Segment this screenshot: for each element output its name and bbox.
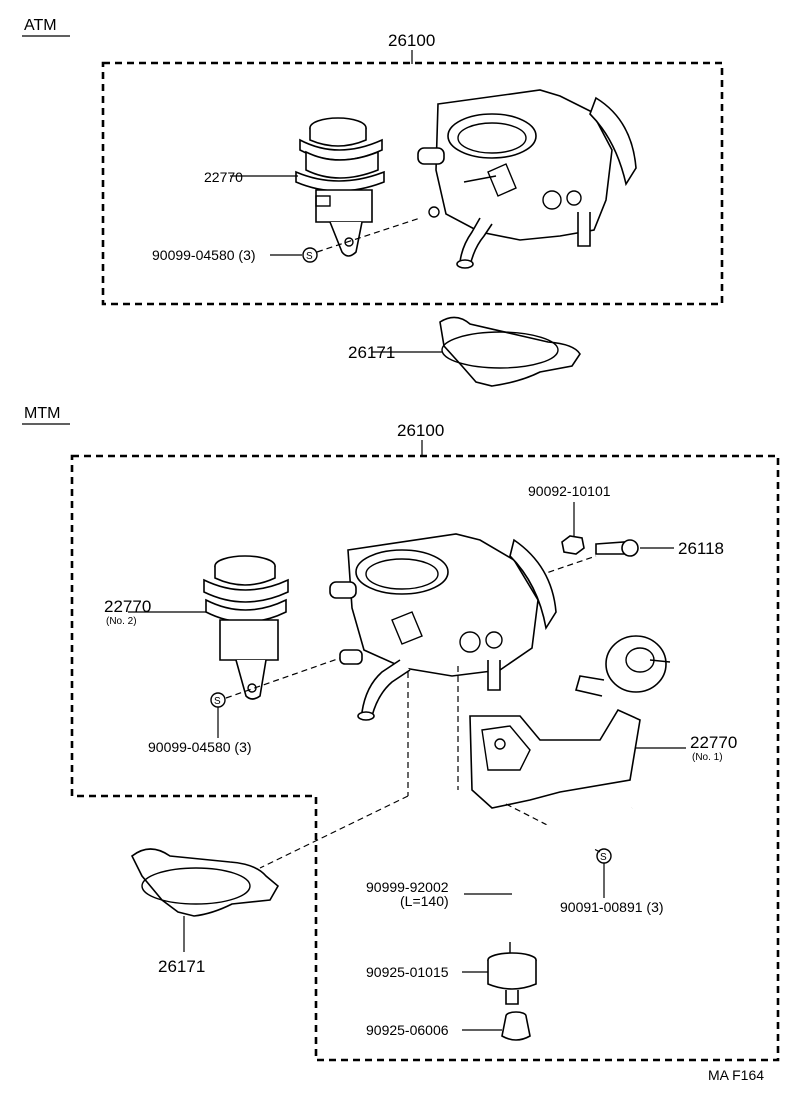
- mtm-hose-label: 90999-92002: [366, 879, 449, 895]
- atm-valve-label: 22770: [204, 169, 243, 185]
- atm-throttle-body: [417, 89, 637, 269]
- atm-assembly-box: [101, 61, 724, 306]
- atm-vacuum-valve: [295, 117, 385, 257]
- mtm-bolt-label: 26118: [678, 539, 724, 558]
- mtm-filter-label: 90925-01015: [366, 964, 449, 980]
- mtm-assembly-label: 26100: [397, 421, 444, 440]
- footer-code: MA F164: [708, 1067, 764, 1083]
- mtm-screw-path: [225, 655, 347, 699]
- mtm-bolt: [595, 539, 639, 557]
- mtm-vacuum-valve-no1: [469, 635, 671, 809]
- mtm-bracket-screw-label: 90091-00891 (3): [560, 899, 664, 915]
- mtm-hose-length: (L=140): [400, 893, 449, 909]
- mtm-nut-label: 90092-10101: [528, 483, 611, 499]
- mtm-gasket-label: 26171: [158, 957, 205, 976]
- mtm-screw-symbol: S: [214, 696, 221, 707]
- mtm-vacuum-valve-no2: [203, 555, 289, 700]
- atm-screw-symbol: S: [306, 251, 313, 262]
- mtm-valve-no2-label: 22770: [104, 597, 151, 616]
- mtm-cap: [501, 1011, 531, 1041]
- mtm-section-title: MTM: [24, 405, 60, 422]
- mtm-gasket-path: [259, 795, 409, 869]
- atm-gasket: [439, 316, 581, 387]
- mtm-assembly-box: [70, 454, 780, 1062]
- atm-section-title: ATM: [24, 17, 57, 34]
- atm-gasket-label: 26171: [348, 343, 395, 362]
- mtm-bracket-screw-symbol: S: [600, 852, 607, 863]
- mtm-gasket: [130, 848, 280, 917]
- mtm-valve-no1-sub: (No. 1): [692, 752, 723, 763]
- mtm-screw-label: 90099-04580 (3): [148, 739, 252, 755]
- atm-screw-label: 90099-04580 (3): [152, 247, 256, 263]
- mtm-nut: [561, 535, 585, 555]
- mtm-valve-no2-sub: (No. 2): [106, 616, 137, 627]
- mtm-throttle-body: [329, 533, 557, 721]
- atm-assembly-label: 26100: [388, 31, 435, 50]
- atm-screw-icon: [302, 247, 318, 263]
- mtm-valve-no1-label: 22770: [690, 733, 737, 752]
- atm-screw-path: [316, 217, 421, 253]
- mtm-cap-label: 90925-06006: [366, 1022, 449, 1038]
- mtm-filter: [487, 942, 537, 1005]
